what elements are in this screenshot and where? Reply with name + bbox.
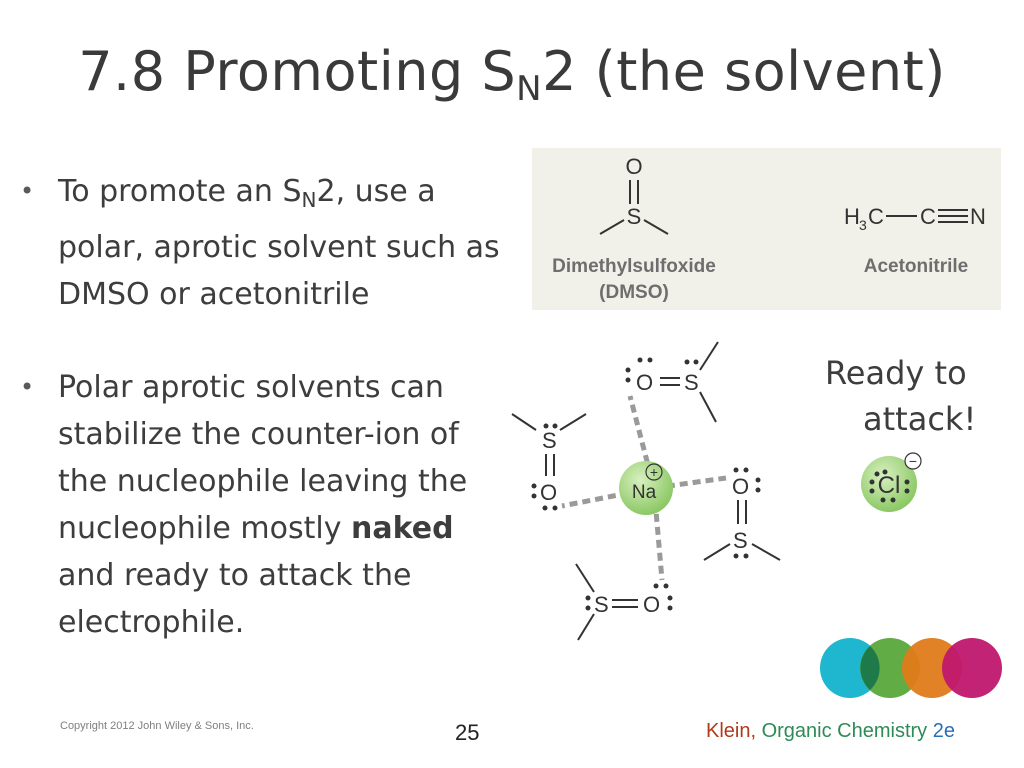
lone-pair-dot — [653, 583, 659, 589]
acetonitrile-c2: C — [920, 204, 936, 229]
wiley-circles-logo — [820, 638, 1002, 698]
solvent-structures-panel: O S Dimethylsulfoxide (DMSO) H 3 C C N A… — [532, 148, 1001, 310]
top-dmso-oxygen: O — [636, 370, 653, 395]
bullet-dot-icon: • — [20, 177, 35, 205]
bottom-dmso-oxygen: O — [643, 592, 660, 617]
lone-pair-dot — [531, 483, 537, 489]
chloride-ion: Cl − — [861, 452, 922, 512]
lone-pair-dot — [869, 488, 875, 494]
bullet-1-sub: N — [301, 188, 317, 212]
lone-pair-dot — [904, 488, 910, 494]
top-dmso-sulfur: S — [684, 370, 699, 395]
logo-circle-magenta — [942, 638, 1002, 698]
lone-pair-dot — [552, 423, 558, 429]
acetonitrile-name: Acetonitrile — [864, 256, 969, 277]
lone-pair-dot — [543, 423, 549, 429]
right-dmso-methyl-right — [751, 543, 781, 561]
dmso-abbreviation: (DMSO) — [599, 282, 669, 303]
lone-pair-dot — [667, 605, 673, 611]
bottom-dmso-sulfur: S — [594, 592, 609, 617]
bullet-2-bold: naked — [350, 511, 454, 546]
acetonitrile-c1: C — [868, 204, 884, 229]
chloride-ball — [861, 456, 917, 512]
left-dmso-methyl-right — [559, 413, 587, 431]
lone-pair-dot — [882, 469, 888, 475]
lone-pair-dot — [667, 595, 673, 601]
solvent-structures-svg: O S Dimethylsulfoxide (DMSO) H 3 C C N A… — [552, 154, 986, 303]
lone-pair-dot — [733, 467, 739, 473]
lone-pair-dot — [647, 357, 653, 363]
dmso-oxygen-label: O — [625, 154, 642, 179]
credit-book: Organic Chemistry — [756, 720, 928, 742]
lone-pair-dot — [904, 479, 910, 485]
sodium-ion-ball — [619, 461, 673, 515]
right-dmso-sulfur: S — [733, 528, 748, 553]
lone-pair-dot — [869, 479, 875, 485]
page-number: 25 — [455, 720, 480, 745]
title-prefix: 7.8 Promoting S — [78, 40, 517, 103]
logo-overlap — [860, 646, 880, 690]
chloride-label: Cl — [878, 472, 901, 499]
dmso-methyl-bond-right — [643, 219, 669, 235]
bottom-dmso-methyl-up — [575, 563, 595, 593]
bullet-item-2: • Polar aprotic solvents can stabilize t… — [18, 364, 508, 646]
lone-pair-dot — [693, 359, 699, 365]
right-dmso-methyl-left — [703, 543, 731, 561]
lone-pair-dot — [552, 505, 558, 511]
left-dmso-sulfur: S — [542, 428, 557, 453]
bullet-2-post: and ready to attack the electrophile. — [58, 558, 412, 640]
lone-pair-dot — [733, 553, 739, 559]
right-dmso-oxygen: O — [732, 474, 749, 499]
bullet-2-pre: Polar aprotic solvents can stabilize the… — [58, 370, 468, 546]
lone-pair-dot — [743, 467, 749, 473]
plus-charge-icon — [645, 463, 663, 481]
top-dmso-methyl-up — [699, 341, 719, 371]
credit-edition: 2e — [927, 720, 955, 742]
lone-pair-dot — [585, 605, 591, 611]
acetonitrile-subscript-3: 3 — [859, 217, 867, 233]
bullet-1-post: 2, use a polar, aprotic solvent such as … — [58, 174, 500, 312]
lone-pair-dot — [890, 497, 896, 503]
lone-pair-dot — [585, 595, 591, 601]
lone-pair-dot — [637, 357, 643, 363]
minus-charge-icon — [904, 452, 922, 470]
ready-to-attack-text: Ready to attack! — [825, 350, 976, 442]
ready-line-1: Ready to — [825, 354, 967, 392]
copyright-text: Copyright 2012 John Wiley & Sons, Inc. — [60, 720, 254, 732]
chloride-charge: − — [909, 453, 917, 469]
lone-pair-dot — [880, 497, 886, 503]
lone-pair-dot — [531, 493, 537, 499]
lone-pair-dot — [743, 553, 749, 559]
lone-pair-dot — [625, 367, 631, 373]
solvation-diagram: Na + O S S O O S S O — [511, 341, 781, 641]
lone-pair-dot — [874, 471, 880, 477]
lone-pair-dot — [625, 377, 631, 383]
bullet-dot-icon: • — [20, 373, 35, 401]
lone-pair-dot — [755, 477, 761, 483]
sodium-charge: + — [650, 464, 658, 480]
bullet-1-pre: To promote an S — [58, 174, 302, 209]
ready-line-2: attack! — [863, 400, 977, 438]
sodium-label: Na — [632, 482, 657, 503]
book-credit: Klein, Organic Chemistry 2e — [706, 720, 955, 743]
acetonitrile-h: H — [844, 204, 860, 229]
top-dmso-methyl-down — [699, 391, 717, 423]
lone-pair-dot — [755, 487, 761, 493]
title-suffix: 2 (the solvent) — [542, 40, 946, 103]
bottom-dmso-methyl-down — [577, 613, 595, 641]
bullet-item-1: • To promote an SN2, use a polar, aproti… — [18, 168, 508, 318]
lone-pair-dot — [542, 505, 548, 511]
dmso-sulfur-label: S — [627, 204, 642, 229]
title-subscript: N — [516, 69, 543, 109]
bullet-list: • To promote an SN2, use a polar, aproti… — [18, 168, 508, 646]
left-dmso-oxygen: O — [540, 480, 557, 505]
dmso-name: Dimethylsulfoxide — [552, 256, 716, 277]
credit-author: Klein, — [706, 720, 757, 742]
acetonitrile-n: N — [970, 204, 986, 229]
slide-title: 7.8 Promoting SN2 (the solvent) — [0, 40, 1024, 109]
left-dmso-methyl-left — [511, 413, 537, 431]
lone-pair-dot — [684, 359, 690, 365]
dmso-methyl-bond-left — [599, 219, 625, 235]
lone-pair-dot — [663, 583, 669, 589]
